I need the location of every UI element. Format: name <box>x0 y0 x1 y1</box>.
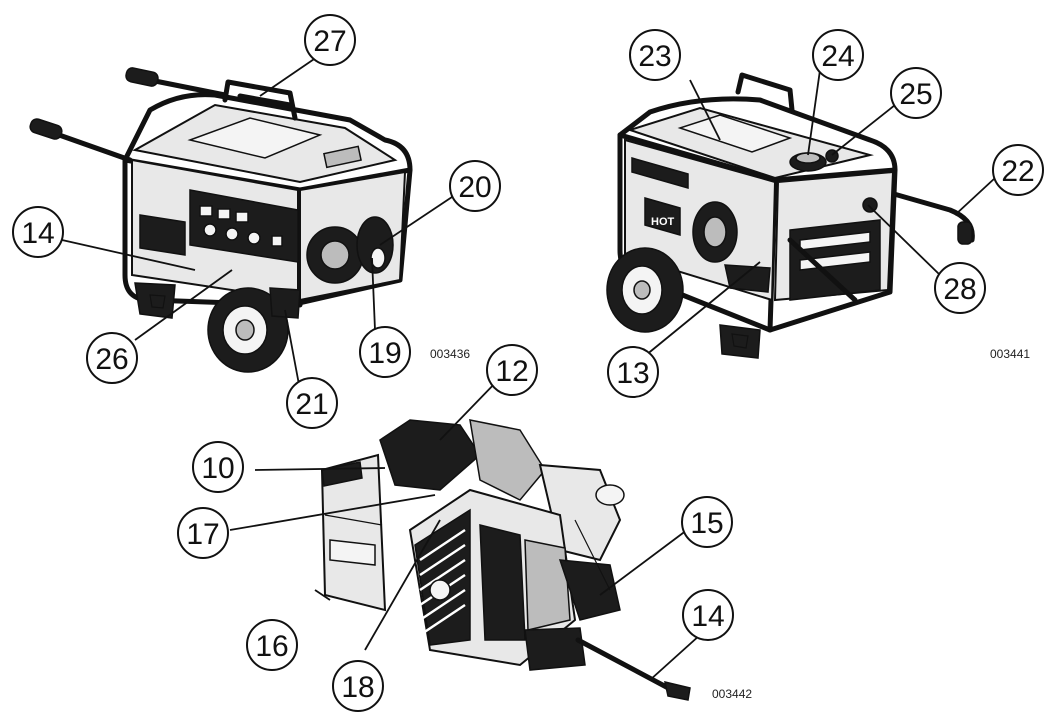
callout-26-label: 26 <box>95 343 128 376</box>
callout-20: 20 <box>449 160 501 212</box>
figure-code-003441: 003441 <box>990 347 1030 361</box>
callout-14-top: 14 <box>12 206 64 258</box>
callout-22-label: 22 <box>1001 155 1034 188</box>
callout-15-label: 15 <box>690 507 723 540</box>
callouts: 27 20 14 26 19 21 003436 23 2 <box>12 14 1044 712</box>
callout-25: 25 <box>890 67 942 119</box>
engine-alternator-illustration <box>320 419 691 701</box>
figure-code-003442: 003442 <box>712 687 752 701</box>
callout-21: 21 <box>286 377 338 429</box>
callout-13: 13 <box>607 346 659 398</box>
callout-19: 19 <box>359 326 411 378</box>
generator-front-illustration <box>29 67 413 373</box>
callout-17: 17 <box>177 507 229 559</box>
callout-28-label: 28 <box>943 273 976 306</box>
callout-14-bottom: 14 <box>682 589 734 641</box>
callout-13-label: 13 <box>616 357 649 390</box>
callout-21-label: 21 <box>295 388 328 421</box>
callout-12-label: 12 <box>495 355 528 388</box>
callout-24: 24 <box>812 29 864 81</box>
callout-20-label: 20 <box>458 171 491 204</box>
callout-24-label: 24 <box>821 40 854 73</box>
callout-25-label: 25 <box>899 78 932 111</box>
callout-27: 27 <box>304 14 356 66</box>
callout-18-label: 18 <box>341 671 374 704</box>
callout-27-label: 27 <box>313 25 346 58</box>
callout-23-label: 23 <box>638 40 671 73</box>
callout-16: 16 <box>246 619 298 671</box>
callout-26: 26 <box>86 332 138 384</box>
callout-14-bottom-label: 14 <box>691 600 724 633</box>
callout-19-label: 19 <box>368 337 401 370</box>
leader-lines <box>61 54 996 681</box>
callout-15: 15 <box>681 496 733 548</box>
callout-10: 10 <box>192 441 244 493</box>
callout-22: 22 <box>992 144 1044 196</box>
callout-28: 28 <box>934 262 986 314</box>
callout-12: 12 <box>486 344 538 396</box>
callout-23: 23 <box>629 29 681 81</box>
callout-10-label: 10 <box>201 452 234 485</box>
callout-18: 18 <box>332 660 384 712</box>
svg-text:HOT: HOT <box>651 216 675 228</box>
callout-14-top-label: 14 <box>21 217 54 250</box>
callout-17-label: 17 <box>186 518 219 551</box>
generator-rear-illustration: HOT <box>606 72 975 359</box>
callout-16-label: 16 <box>255 630 288 663</box>
figure-code-003436: 003436 <box>430 347 470 361</box>
